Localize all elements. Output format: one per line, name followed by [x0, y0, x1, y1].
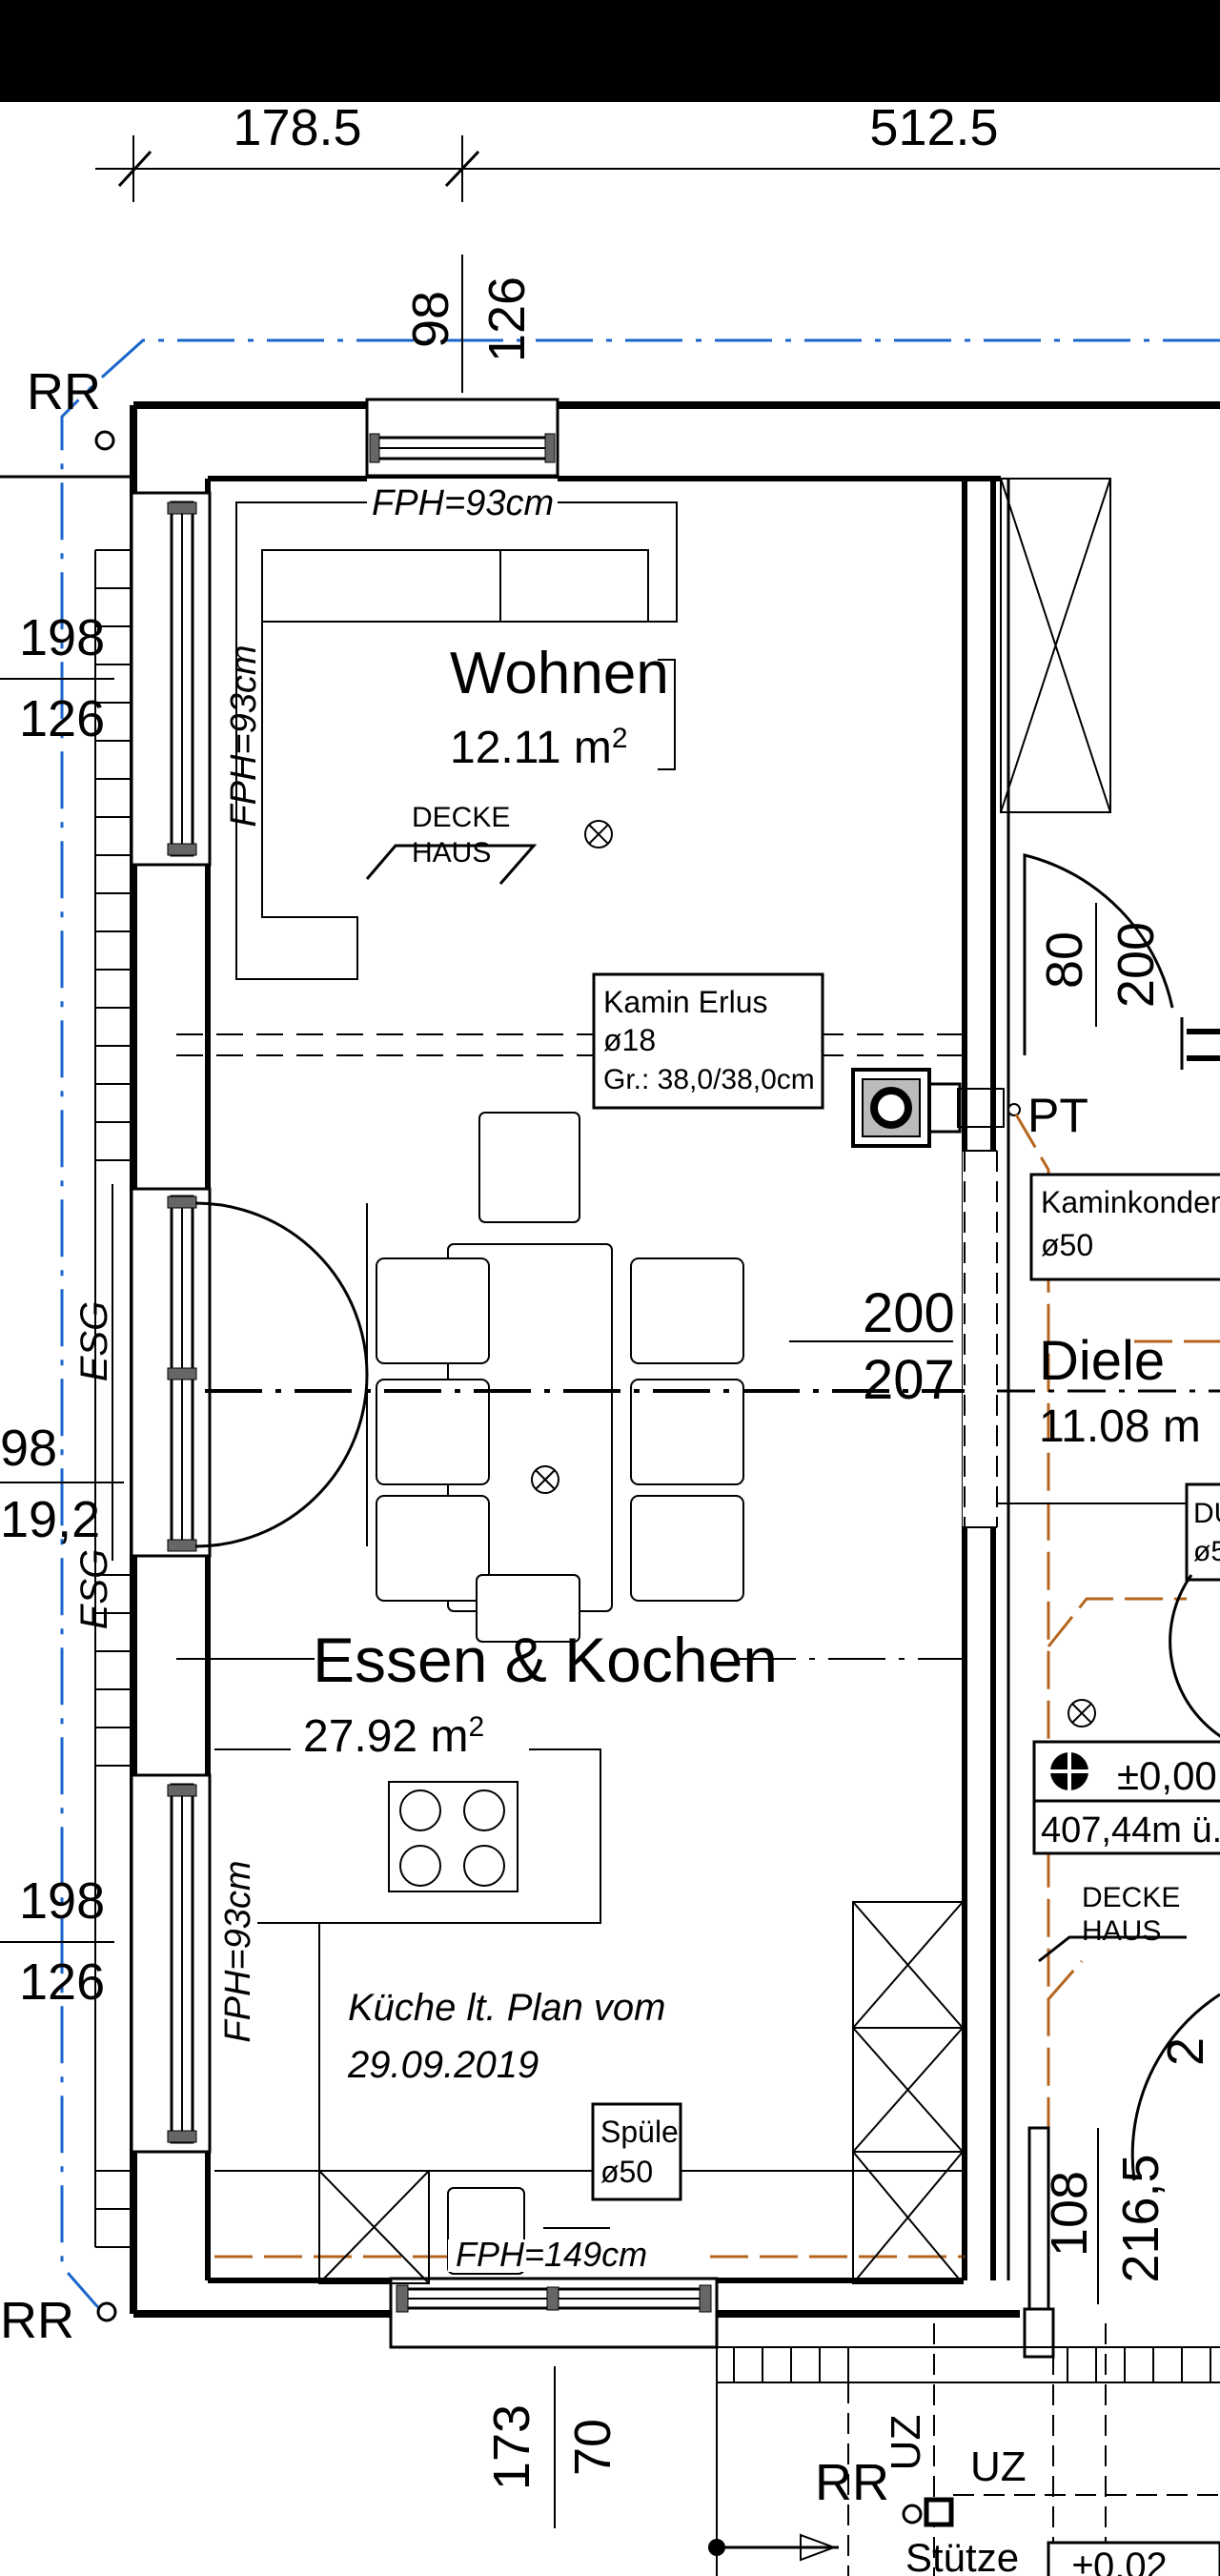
- kamin-diameter: ø18: [603, 1023, 656, 1057]
- dim-opening-a: 200: [863, 1282, 955, 1344]
- rr-pipe-bottom: [96, 2301, 117, 2322]
- spuele-diameter: ø50: [600, 2155, 653, 2189]
- axis-lines: [60, 338, 1220, 2325]
- room-wohnen-area: 12.11 m2: [450, 723, 628, 774]
- dim-top-right: 512.5: [869, 102, 998, 156]
- kaminkondens-box: Kaminkondens ø50: [1029, 1173, 1220, 1281]
- window-top: [365, 398, 559, 478]
- window-left-1: [130, 491, 212, 867]
- decke-label-1: DECKE: [412, 802, 510, 833]
- rr-label-top: RR: [27, 363, 101, 420]
- terrace-structure: [716, 2323, 1220, 2576]
- room-essen-name: Essen & Kochen: [313, 1625, 778, 1695]
- stuetze-label: Stütze: [905, 2535, 1019, 2576]
- svg-text:2: 2: [1157, 2037, 1214, 2066]
- door-left-terrace: [130, 1187, 212, 1558]
- room-diele-area: 11.08 m: [1039, 1401, 1201, 1452]
- outer-wall-brick-hatch: [94, 549, 132, 2248]
- kamin-size: Gr.: 38,0/38,0cm: [603, 1064, 815, 1095]
- level-marker: ±0,00 407,44m ü.A: [1032, 1740, 1220, 1855]
- du-box: DU ø5: [1185, 1482, 1220, 1582]
- ceiling-light-icon-2: [531, 1465, 559, 1494]
- rr-pipe-terrace: [708, 2539, 725, 2556]
- fph-left2: FPH=93cm: [218, 1860, 258, 2042]
- dim-door-left-a: 98: [0, 1420, 57, 1477]
- kaminkondens-name: Kaminkondens: [1041, 1185, 1220, 1219]
- window-bottom: [389, 2277, 719, 2349]
- kamin-box: Kamin Erlus ø18 Gr.: 38,0/38,0cm: [592, 972, 824, 1110]
- esg-label-2: ESG: [73, 1549, 115, 1629]
- dim-door-diele-a: 80: [1036, 931, 1093, 989]
- rr-label-bottom: RR: [0, 2292, 74, 2349]
- room-essen-area: 27.92 m2: [303, 1711, 484, 1763]
- dim-top-left: 178.5: [233, 102, 361, 156]
- dining-table: [376, 1112, 744, 1643]
- dim-window-top-a: 98: [402, 291, 459, 348]
- sofa: [235, 501, 678, 980]
- dim-window-top-b: 126: [478, 276, 536, 362]
- level-altitude: 407,44m ü.A: [1041, 1810, 1220, 1850]
- shelf-cross: [1000, 478, 1111, 813]
- pt-label: PT: [1027, 1089, 1088, 1142]
- diele-door-swing: [1023, 853, 1220, 1070]
- chimney-icon: [851, 1068, 1021, 1148]
- ceiling-light-icon: [584, 820, 613, 848]
- wall-opening: [963, 1151, 997, 1527]
- ceiling-light-icon-3: [1068, 1699, 1096, 1728]
- dim-window-left1-b: 126: [19, 690, 105, 747]
- fph-left1: FPH=93cm: [224, 644, 264, 827]
- uz-label-1: UZ: [883, 2415, 929, 2471]
- rr-label-terrace: RR: [815, 2454, 889, 2511]
- support-column: [924, 2497, 954, 2527]
- kitchen-cabinets: [318, 1901, 964, 2284]
- dim-door-diele-b: 200: [1108, 922, 1165, 1008]
- floor-plan: 178.5 512.5: [0, 102, 1220, 2576]
- floor-plan-drawing: 178.5 512.5: [0, 102, 1220, 2576]
- uz-label-2: UZ: [970, 2443, 1027, 2490]
- kueche-note-2: 29.09.2019: [347, 2044, 539, 2086]
- top-black-bar: [0, 0, 1220, 102]
- dim-window-bottom-a: 173: [483, 2404, 540, 2490]
- esg-label-1: ESG: [73, 1301, 115, 1381]
- window-left-2: [130, 1773, 212, 2154]
- kueche-note-1: Küche lt. Plan vom: [348, 1987, 666, 2029]
- du-name: DU: [1193, 1498, 1220, 1529]
- bottom-door: [1023, 2126, 1055, 2359]
- terrace-door-swing: [194, 1201, 369, 1548]
- rr-pipe-top: [94, 430, 115, 451]
- top-dimension-chain: [95, 135, 1220, 202]
- dim-window-left1-a: 198: [19, 609, 105, 666]
- spuele-box: Spüle ø50: [591, 2102, 682, 2201]
- kaminkondens-diameter: ø50: [1041, 1228, 1093, 1262]
- decke-label-2: DECKE: [1082, 1882, 1180, 1913]
- level-value: ±0,00: [1117, 1753, 1217, 1798]
- room-wohnen-name: Wohnen: [450, 641, 669, 706]
- fph-top: FPH=93cm: [372, 483, 554, 523]
- fph-bottom: FPH=149cm: [456, 2235, 647, 2274]
- dim-window-left2-b: 126: [19, 1953, 105, 2011]
- haus-label-1: HAUS: [412, 837, 491, 869]
- haus-label-2: HAUS: [1082, 1915, 1161, 1947]
- du-diameter: ø5: [1193, 1536, 1220, 1567]
- spuele-name: Spüle: [600, 2115, 679, 2149]
- dim-door-bottom-b: 216,5: [1112, 2154, 1169, 2282]
- dim-window-bottom-b: 70: [564, 2419, 621, 2476]
- kitchen-counter: [214, 1748, 965, 2172]
- kamin-name: Kamin Erlus: [603, 985, 768, 1019]
- dim-door-left-b: 19,2: [0, 1491, 100, 1548]
- room-diele-name: Diele: [1039, 1330, 1165, 1392]
- dim-window-left2-a: 198: [19, 1872, 105, 1930]
- dim-door-bottom-a: 108: [1041, 2171, 1098, 2257]
- dim-opening-b: 207: [863, 1349, 955, 1411]
- level-bottom: ±0,02: [1072, 2545, 1168, 2576]
